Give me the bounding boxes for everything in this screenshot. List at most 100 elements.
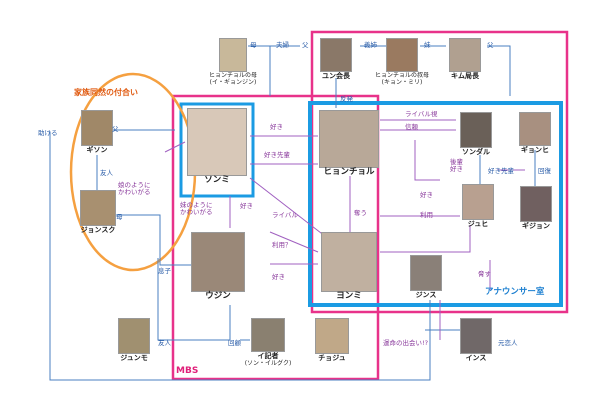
announcer-group-label: アナウンサー室	[485, 287, 545, 297]
portrait	[460, 318, 492, 354]
person-reporter: イ記者 (ソン・イルグク)	[238, 318, 298, 367]
person-name: イ記者	[257, 352, 279, 360]
portrait	[462, 184, 494, 220]
person-chojyu: チョジュ	[312, 318, 352, 362]
person-name: インス	[465, 354, 487, 362]
portrait	[81, 110, 113, 146]
portrait	[386, 38, 418, 72]
mbs-group-label: MBS	[176, 366, 199, 376]
portrait	[251, 318, 285, 352]
person-name: ヒョンチョルの母	[208, 72, 257, 79]
person-name: ソンダル	[462, 148, 490, 156]
portrait	[118, 318, 150, 354]
person-hyonchol-aunt: ヒョンチョルの叔母 (キョン・ミリ)	[370, 38, 434, 86]
person-hyonchol-mother: ヒョンチョルの母 (イ・ギョンジン)	[203, 38, 263, 86]
person-name: ジンス	[415, 291, 437, 299]
portrait	[315, 318, 349, 354]
rel-label: 娘のようにかわいがる	[118, 181, 151, 196]
rel-label: 母	[116, 213, 123, 221]
portrait	[191, 232, 245, 292]
family-loop	[69, 72, 197, 272]
person-name: ヒョンチョル	[323, 167, 375, 177]
person-name: ヨンミ	[336, 291, 362, 301]
person-gijon: ギジョン	[516, 186, 556, 230]
person-name: ウジン	[205, 291, 231, 301]
person-name: ソンミ	[204, 175, 230, 185]
rel-label: 父	[487, 41, 494, 49]
rel-label: 妹のようにかわいがる	[180, 201, 213, 216]
rel-label: 友人	[100, 169, 113, 177]
portrait	[410, 255, 442, 291]
person-sondal: ソンダル	[456, 112, 496, 156]
rel-label: 回復	[538, 167, 551, 175]
person-name: ギソン	[86, 146, 108, 154]
mbs-box	[171, 94, 380, 381]
person-jonsuku: ジョンスク	[76, 190, 120, 234]
rel-label: 利用？	[272, 241, 292, 249]
rel-label: 父	[112, 125, 119, 133]
portrait	[449, 38, 481, 72]
portrait	[321, 232, 377, 292]
person-name: ジョンスク	[80, 226, 116, 234]
portrait	[320, 38, 352, 72]
rel-label: 好き	[420, 191, 433, 199]
rel-label: 息子	[158, 267, 171, 275]
rel-label: 後輩好き	[450, 158, 463, 173]
rel-label: 父	[302, 41, 309, 49]
rel-label: ライバル	[272, 211, 298, 219]
rel-label: 信頼	[405, 123, 418, 131]
person-kim: キム局長	[444, 38, 486, 80]
rel-label: 好き先輩	[488, 167, 514, 175]
rel-label: ライバル視	[405, 110, 438, 118]
portrait	[219, 38, 247, 72]
rel-label: 妹	[424, 41, 431, 49]
portrait	[460, 112, 492, 148]
person-actor: (ソン・イルグク)	[244, 360, 292, 367]
rel-label: 反発	[340, 95, 353, 103]
person-name: ジュンモ	[120, 354, 148, 362]
person-name: チョジュ	[318, 354, 346, 362]
person-name: ジュヒ	[467, 220, 489, 228]
person-actor: (キョン・ミリ)	[381, 79, 423, 86]
rel-label: 好き先輩	[264, 151, 290, 159]
person-sonmi: ソンミ	[184, 108, 250, 184]
person-yun: ユン会長	[314, 38, 358, 80]
person-gison: ギソン	[78, 110, 116, 154]
rel-label: 母	[250, 41, 257, 49]
rel-label: 運命の出会い!?	[383, 339, 429, 347]
person-gyonhi: ギョンヒ	[515, 112, 555, 154]
rel-label: 利用	[420, 211, 433, 219]
rel-label: 助ける	[38, 129, 58, 137]
person-yonmi: ヨンミ	[318, 232, 380, 300]
rel-label: 元恋人	[498, 339, 518, 347]
person-name: ギョンヒ	[521, 146, 549, 154]
rel-label: 好き	[272, 273, 285, 281]
portrait	[187, 108, 247, 176]
person-insu: インス	[456, 318, 496, 362]
person-hyonchol: ヒョンチョル	[318, 110, 380, 176]
rel-label: 好き	[240, 202, 253, 210]
person-name: ヒョンチョルの叔母	[374, 72, 429, 79]
family-group-label: 家族同然の付合い	[74, 88, 138, 97]
sonmi-frame	[179, 102, 255, 198]
person-name: ギジョン	[522, 222, 550, 230]
rel-label: 脅す	[478, 270, 491, 278]
rel-label: 回顧	[228, 339, 241, 347]
person-ujin: ウジン	[188, 232, 248, 300]
portrait	[520, 186, 552, 222]
person-name: キム局長	[451, 72, 479, 80]
rel-label: 好き	[270, 123, 283, 131]
rel-label: 夫婦	[276, 41, 289, 49]
person-junmo: ジュンモ	[116, 318, 152, 362]
rel-label: 友人	[158, 339, 171, 347]
announcer-box	[308, 101, 563, 307]
portrait	[319, 110, 379, 168]
portrait	[519, 112, 551, 146]
person-juhi: ジュヒ	[460, 184, 496, 228]
person-name: ユン会長	[322, 72, 350, 80]
portrait	[80, 190, 116, 226]
person-actor: (イ・ギョンジン)	[209, 79, 257, 86]
rel-label: 義姉	[364, 41, 377, 49]
